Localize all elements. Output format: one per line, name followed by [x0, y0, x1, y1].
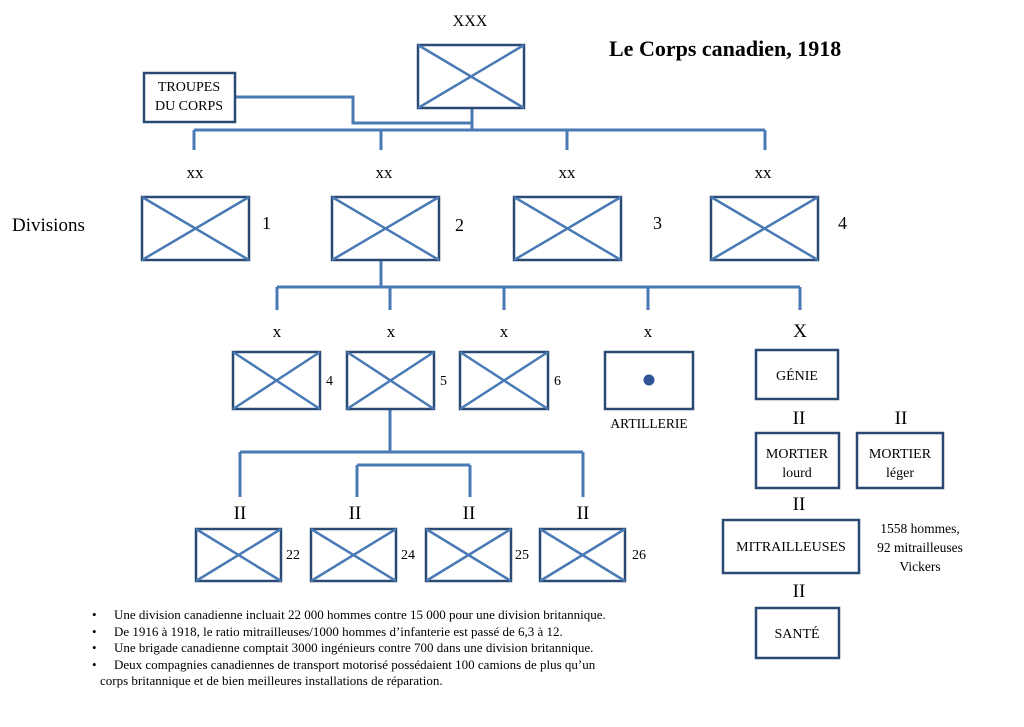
heavy-mortar-echelon: II: [793, 408, 806, 429]
note-continuation: corps britannique et de bien meilleures …: [100, 673, 443, 688]
brigade-number: 4: [326, 374, 333, 389]
brigade-echelon: x: [500, 322, 509, 341]
battalion-number: 25: [515, 548, 529, 563]
page-title: Le Corps canadien, 1918: [609, 36, 842, 61]
engineers-label: GÉNIE: [776, 367, 818, 384]
artillery-symbol: [603, 350, 695, 411]
engineers-box: [754, 348, 840, 401]
light-mortar-echelon: II: [895, 408, 908, 429]
medical-label: SANTÉ: [774, 625, 819, 642]
brigade-number: 6: [554, 374, 561, 389]
artillery-dot-icon: [643, 374, 655, 386]
battalion-echelon: II: [463, 503, 476, 524]
battalion-22-symbol: [194, 527, 283, 583]
battalion-echelon: II: [234, 503, 247, 524]
machine-guns-box: [721, 518, 861, 575]
labels: XXX TROUPES DU CORPS Divisions xx xx xx …: [12, 13, 963, 642]
machine-guns-note-line: Vickers: [899, 559, 940, 574]
battalion-26-symbol: [538, 527, 627, 583]
brigade-4-symbol: [231, 350, 322, 411]
notes-list: Une division canadienne incluait 22 000 …: [92, 607, 752, 690]
division-1-symbol: [140, 195, 251, 262]
connectors: [192, 95, 802, 497]
division-echelon: xx: [187, 163, 205, 182]
artillery-echelon: x: [644, 322, 653, 341]
corps-echelon: XXX: [453, 13, 488, 30]
division-number: 1: [262, 213, 271, 233]
division-2-symbol: [330, 195, 441, 262]
artillery-label: ARTILLERIE: [610, 416, 687, 431]
corps-symbol: [416, 43, 526, 110]
battalion-number: 24: [401, 548, 415, 563]
battalion-number: 22: [286, 548, 300, 563]
unit-symbols: [140, 43, 945, 660]
note-text: Une brigade canadienne comptait 3000 ing…: [114, 640, 594, 655]
machine-guns-echelon: II: [793, 494, 806, 515]
battalion-number: 26: [632, 548, 646, 563]
division-number: 2: [455, 215, 464, 235]
brigade-echelon: x: [273, 322, 282, 341]
battalion-24-symbol: [309, 527, 398, 583]
machine-guns-note-line: 92 mitrailleuses: [877, 540, 963, 555]
division-number: 4: [838, 213, 847, 233]
divisions-label: Divisions: [12, 215, 85, 236]
medical-box: [754, 606, 841, 660]
brigade-echelon: x: [387, 322, 396, 341]
note-item: Deux compagnies canadiennes de transport…: [92, 657, 752, 690]
division-echelon: xx: [559, 163, 577, 182]
light-mortar-line1: MORTIER: [869, 447, 932, 462]
machine-guns-label: MITRAILLEUSES: [736, 540, 846, 555]
note-text: Deux compagnies canadiennes de transport…: [114, 656, 596, 672]
connector-corps-troops: [236, 95, 472, 125]
battalion-25-symbol: [424, 527, 513, 583]
division-3-symbol: [512, 195, 623, 262]
heavy-mortar-line2: lourd: [782, 466, 812, 481]
division-number: 3: [653, 213, 662, 233]
medical-echelon: II: [793, 581, 806, 602]
engineers-echelon: X: [793, 321, 807, 342]
corps-troops-line2: DU CORPS: [155, 99, 223, 114]
division-echelon: xx: [376, 163, 394, 182]
light-mortar-line2: léger: [886, 466, 914, 481]
note-text: De 1916 à 1918, le ratio mitrailleuses/1…: [114, 623, 563, 639]
battalion-echelon: II: [577, 503, 590, 524]
division-echelon: xx: [755, 163, 773, 182]
note-item: Une division canadienne incluait 22 000 …: [92, 607, 752, 624]
heavy-mortar-box: [754, 431, 841, 490]
division-4-symbol: [709, 195, 820, 262]
corps-troops-line1: TROUPES: [158, 80, 220, 95]
note-item: Une brigade canadienne comptait 3000 ing…: [92, 640, 752, 657]
note-item: De 1916 à 1918, le ratio mitrailleuses/1…: [92, 624, 752, 641]
brigade-number: 5: [440, 374, 447, 389]
note-text: Une division canadienne incluait 22 000 …: [114, 607, 606, 622]
battalion-echelon: II: [349, 503, 362, 524]
corps-troops-box: [142, 71, 237, 124]
brigade-6-symbol: [458, 350, 550, 411]
heavy-mortar-line1: MORTIER: [766, 447, 829, 462]
light-mortar-box: [855, 431, 945, 490]
machine-guns-note-line: 1558 hommes,: [880, 521, 960, 536]
brigade-5-symbol: [345, 350, 436, 411]
